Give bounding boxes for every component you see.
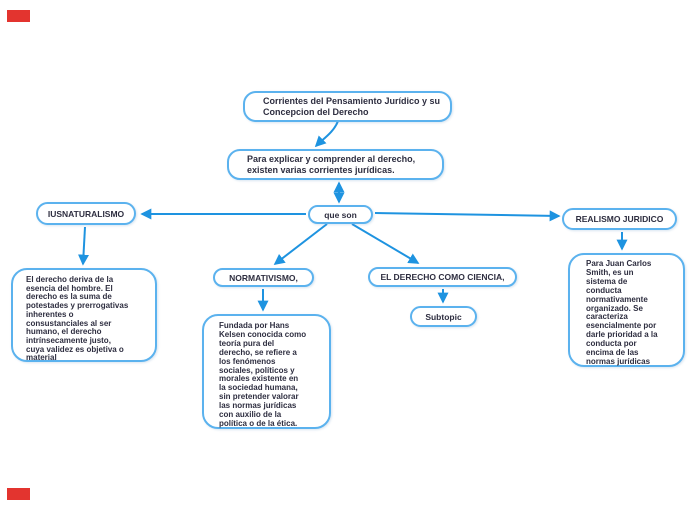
node-realismo-description[interactable]: Para Juan Carlos Smith, es un sistema de… — [568, 253, 685, 367]
node-realismo-juridico[interactable]: REALISMO JURIDICO — [562, 208, 677, 230]
connector-queson-realismo — [374, 210, 561, 222]
redaction-mark-bottom-left — [7, 488, 30, 500]
node-iusnaturalismo-description[interactable]: El derecho deriva de la esencia del homb… — [11, 268, 157, 362]
node-que-son[interactable]: que son — [308, 205, 373, 224]
connector-queson-normativismo — [273, 223, 328, 266]
node-normativismo[interactable]: NORMATIVISMO, — [213, 268, 314, 287]
node-derecho-como-ciencia[interactable]: EL DERECHO COMO CIENCIA, — [368, 267, 517, 287]
node-iusnaturalismo[interactable]: IUSNATURALISMO — [36, 202, 136, 225]
node-main-topic[interactable]: Corrientes del Pensamiento Jurídico y su… — [243, 91, 452, 122]
node-normativismo-description[interactable]: Fundada por Hans Kelsen conocida como te… — [202, 314, 331, 429]
connector-ius-desc — [78, 226, 89, 266]
node-intro-topic[interactable]: Para explicar y comprender al derecho, e… — [227, 149, 444, 180]
node-subtopic[interactable]: Subtopic — [410, 306, 477, 327]
redaction-mark-top-left — [7, 10, 30, 22]
connector-queson-ciencia — [351, 223, 420, 264]
connector-title-intro — [314, 120, 339, 148]
